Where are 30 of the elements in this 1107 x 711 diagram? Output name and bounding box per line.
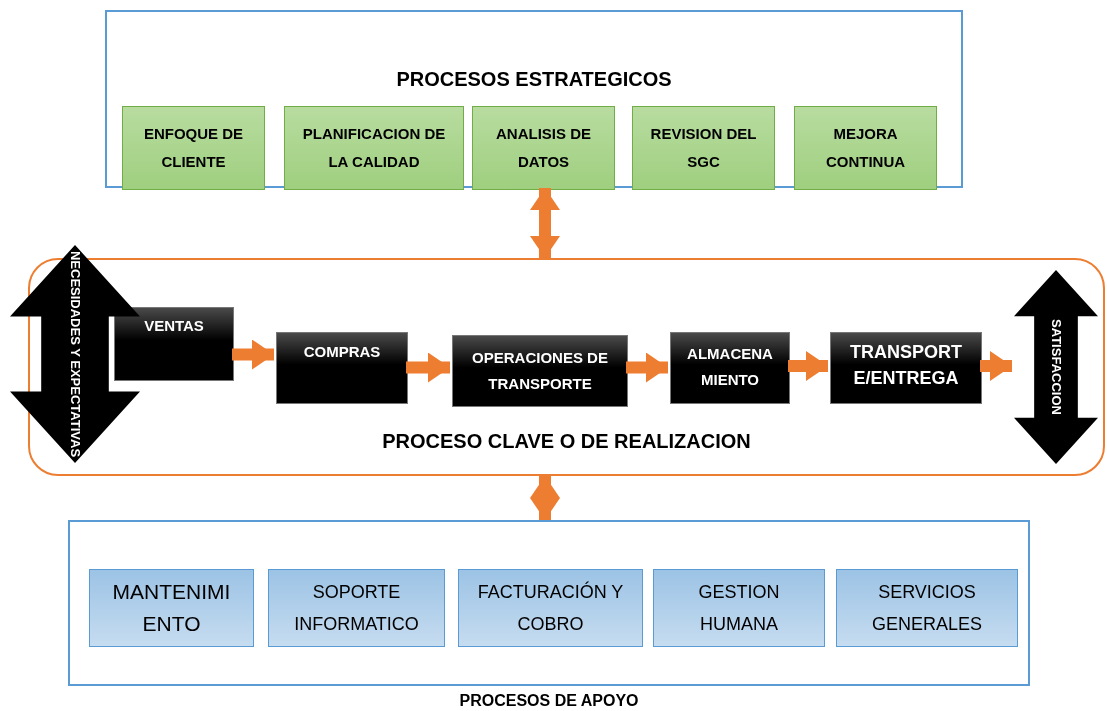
process-group: [105, 10, 963, 188]
process-box: ALMACENA MIENTO: [670, 332, 790, 404]
process-box: MANTENIMI ENTO: [89, 569, 254, 647]
process-box: SERVICIOS GENERALES: [836, 569, 1018, 647]
double-arrow: [530, 476, 560, 520]
process-box: MEJORA CONTINUA: [794, 106, 937, 190]
arrow: [980, 351, 1012, 381]
double-arrow: [530, 188, 560, 258]
process-box: GESTION HUMANA: [653, 569, 825, 647]
process-box: COMPRAS: [276, 332, 408, 404]
process-box: TRANSPORT E/ENTREGA: [830, 332, 982, 404]
arrow: [626, 352, 668, 383]
process-box: PLANIFICACION DE LA CALIDAD: [284, 106, 464, 190]
process-box: FACTURACIÓN Y COBRO: [458, 569, 643, 647]
double-arrow: [10, 245, 140, 463]
arrow: [232, 339, 274, 370]
double-arrow: [1014, 270, 1098, 464]
process-box: VENTAS: [114, 307, 234, 381]
process-box: OPERACIONES DE TRANSPORTE: [452, 335, 628, 407]
group-heading: PROCESO CLAVE O DE REALIZACION: [382, 430, 751, 453]
process-box: ENFOQUE DE CLIENTE: [122, 106, 265, 190]
arrow-label: NECESIDADES Y EXPECTATIVAS: [67, 250, 83, 458]
process-box: ANALISIS DE DATOS: [472, 106, 615, 190]
group-heading: PROCESOS DE APOYO: [459, 692, 639, 710]
arrow: [406, 352, 450, 383]
arrow-label: SATISFACCION: [1048, 319, 1064, 415]
group-heading: PROCESOS ESTRATEGICOS: [396, 68, 672, 91]
process-box: SOPORTE INFORMATICO: [268, 569, 445, 647]
process-box: REVISION DEL SGC: [632, 106, 775, 190]
arrow: [788, 351, 828, 381]
